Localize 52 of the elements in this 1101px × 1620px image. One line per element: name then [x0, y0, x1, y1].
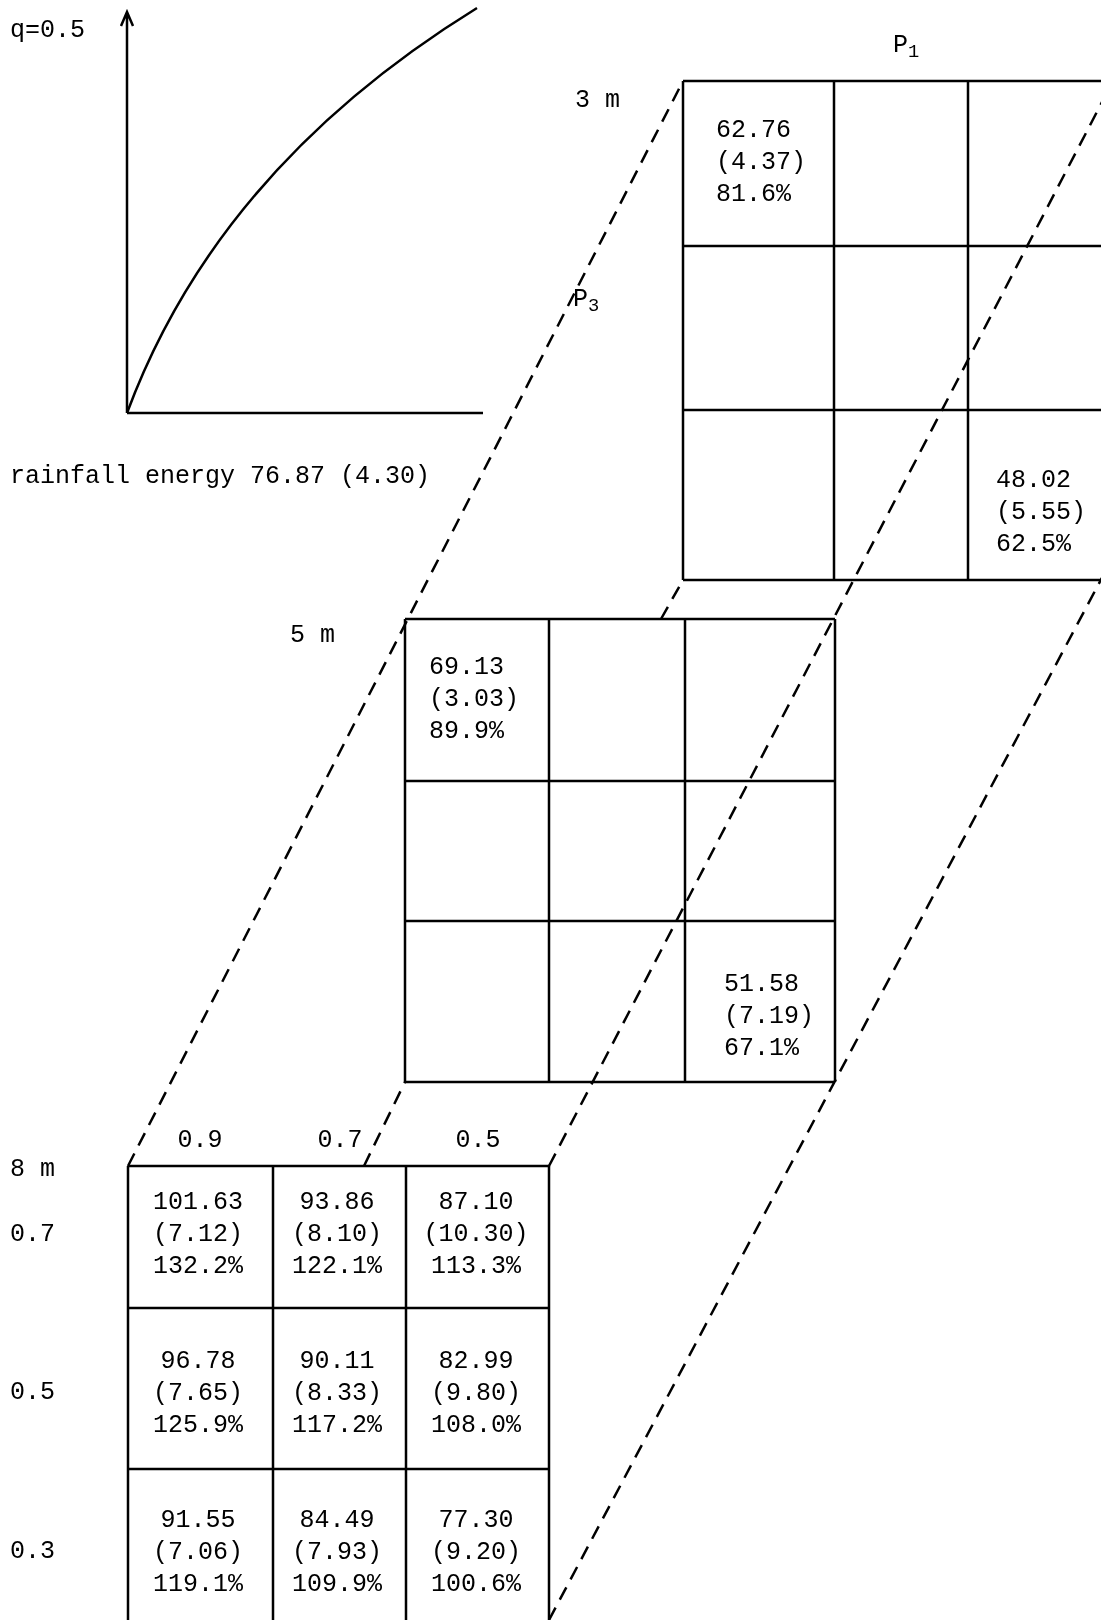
cell-value: 100.6%: [431, 1569, 521, 1601]
cell-value: (7.93): [292, 1537, 382, 1569]
cell-value: 96.78: [160, 1346, 236, 1378]
cell-value: (8.33): [292, 1378, 382, 1410]
height-label: 5 m: [290, 620, 335, 652]
cell-value: 108.0%: [431, 1410, 521, 1442]
axis-label: rainfall energy 76.87 (4.30): [10, 461, 431, 493]
column-label: 0.7: [317, 1125, 363, 1157]
cell-value: 84.49: [299, 1505, 375, 1537]
cell-value: (7.65): [153, 1378, 243, 1410]
height-label: 3 m: [575, 85, 620, 117]
cell-value: 62.5%: [996, 529, 1071, 561]
cell-value: 82.99: [438, 1346, 514, 1378]
cell-value: 89.9%: [429, 716, 504, 748]
plane-label: P$_{1}$: [893, 30, 920, 62]
cell-value: 101.63: [153, 1187, 243, 1219]
cell-value: (8.10): [292, 1219, 382, 1251]
cell-value: (4.37): [716, 147, 806, 179]
row-label: 0.7: [10, 1219, 55, 1251]
cell-value: 119.1%: [153, 1569, 243, 1601]
axis-label: q=0.5: [10, 15, 85, 47]
cell-value: (9.80): [431, 1378, 521, 1410]
cell-value: 51.58: [724, 969, 799, 1001]
cell-value: 109.9%: [292, 1569, 382, 1601]
cell-value: 67.1%: [724, 1033, 799, 1065]
plane-label: P$_{3}$: [573, 284, 600, 316]
cell-value: (9.20): [431, 1537, 521, 1569]
cell-value: 90.11: [299, 1346, 375, 1378]
cell-value: (7.19): [724, 1001, 814, 1033]
cell-value: 77.30: [438, 1505, 514, 1537]
cell-value: 132.2%: [153, 1251, 243, 1283]
cell-value: (7.06): [153, 1537, 243, 1569]
cell-value: 69.13: [429, 652, 504, 684]
row-label: 0.3: [10, 1536, 55, 1568]
cell-value: 122.1%: [292, 1251, 382, 1283]
cell-value: (5.55): [996, 497, 1086, 529]
cell-value: 87.10: [438, 1187, 514, 1219]
row-label: 0.5: [10, 1377, 55, 1409]
cell-value: 81.6%: [716, 179, 791, 211]
cell-value: 125.9%: [153, 1410, 243, 1442]
cell-value: 62.76: [716, 115, 791, 147]
column-label: 0.9: [177, 1125, 223, 1157]
height-label: 8 m: [10, 1154, 55, 1186]
cell-value: 91.55: [160, 1505, 236, 1537]
cell-value: 48.02: [996, 465, 1071, 497]
cell-value: 117.2%: [292, 1410, 382, 1442]
cell-value: (3.03): [429, 684, 519, 716]
cell-value: (7.12): [153, 1219, 243, 1251]
cell-value: 93.86: [299, 1187, 375, 1219]
column-label: 0.5: [455, 1125, 501, 1157]
cell-value: 113.3%: [431, 1251, 521, 1283]
cell-value: (10.30): [423, 1219, 529, 1251]
